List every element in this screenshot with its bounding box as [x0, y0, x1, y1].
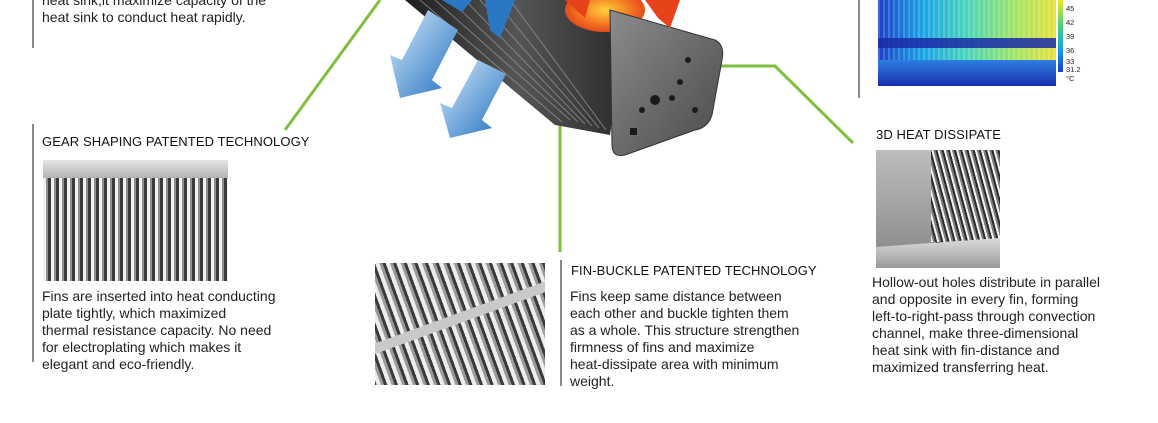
separator-top-left — [32, 0, 34, 48]
tick-label: 31.2 — [1066, 65, 1081, 74]
text-line: left-to-right-pass through convection — [872, 308, 1096, 324]
heat-sink-illustration — [390, 0, 724, 156]
mounting-plate — [609, 9, 724, 156]
fin-buckle-photo — [375, 263, 545, 385]
text-line: heat sink to conduct heat rapidly. — [42, 9, 246, 25]
text-line: channel, make three-dimensional — [872, 325, 1079, 341]
gear-shaping-photo — [43, 160, 228, 281]
separator-fin-buckle — [560, 260, 562, 386]
tick-label: 45 — [1066, 4, 1075, 13]
text-line: as a whole. This structure strengthen — [570, 322, 800, 338]
text-line: maximized transferring heat. — [872, 359, 1049, 375]
leader-line-3d-heat — [718, 64, 855, 145]
3d-heat-description: Hollow-out holes distribute in parallel … — [872, 274, 1142, 376]
fin-buckle-title: FIN-BUCKLE PATENTED TECHNOLOGY — [571, 263, 817, 278]
fin-buckle-description: Fins keep same distance between each oth… — [570, 288, 830, 390]
text-line: and opposite in every fin, forming — [872, 291, 1079, 307]
text-line: plate tightly, which maximized — [42, 305, 227, 321]
fin-block — [405, 0, 630, 135]
separator-thermal — [858, 0, 860, 98]
text-line: firmness of fins and maximize — [570, 339, 755, 355]
cool-air-arrow — [485, 0, 515, 38]
text-line: thermal resistance capacity. No need — [42, 322, 272, 338]
tick-label: 33 — [1066, 57, 1075, 66]
text-line: Hollow-out holes distribute in parallel — [872, 274, 1101, 290]
hot-air-arrow — [565, 0, 590, 18]
tick-unit: °C — [1066, 74, 1075, 83]
gear-shaping-title: GEAR SHAPING PATENTED TECHNOLOGY — [42, 134, 310, 149]
thermal-scale-ticks: 45 42 39 36 33 31.2 °C — [1066, 2, 1081, 83]
text-line: each other and buckle tighten them — [570, 305, 789, 321]
text-line: heat sink with fin-distance and — [872, 342, 1060, 358]
text-line: Fins keep same distance between — [570, 288, 782, 304]
separator-gear-shaping — [32, 124, 34, 362]
tick-label: 36 — [1066, 46, 1075, 55]
thermal-color-bar — [1058, 0, 1063, 72]
gear-shaping-description: Fins are inserted into heat conducting p… — [42, 288, 292, 373]
text-line: heat-dissipate area with minimum — [570, 356, 779, 372]
tick-label: 39 — [1066, 32, 1075, 41]
3d-heat-photo — [876, 150, 1000, 268]
text-line: elegant and eco-friendly. — [42, 356, 195, 372]
3d-heat-title: 3D HEAT DISSIPATE — [876, 127, 1001, 142]
cool-air-arrow — [440, 60, 506, 138]
cool-air-arrow — [390, 10, 458, 98]
thermal-image — [878, 0, 1056, 86]
text-line: for electroplating which makes it — [42, 339, 242, 355]
leader-line-gear-shaping — [283, 0, 382, 131]
hot-air-arrow — [645, 0, 680, 28]
top-left-description: heat sink,it maximize capacity of the he… — [42, 0, 302, 26]
text-line: heat sink,it maximize capacity of the — [42, 0, 267, 8]
text-line: Fins are inserted into heat conducting — [42, 288, 276, 304]
cool-air-arrow — [442, 0, 472, 12]
tick-label: 42 — [1066, 18, 1075, 27]
text-line: weight. — [570, 373, 615, 389]
